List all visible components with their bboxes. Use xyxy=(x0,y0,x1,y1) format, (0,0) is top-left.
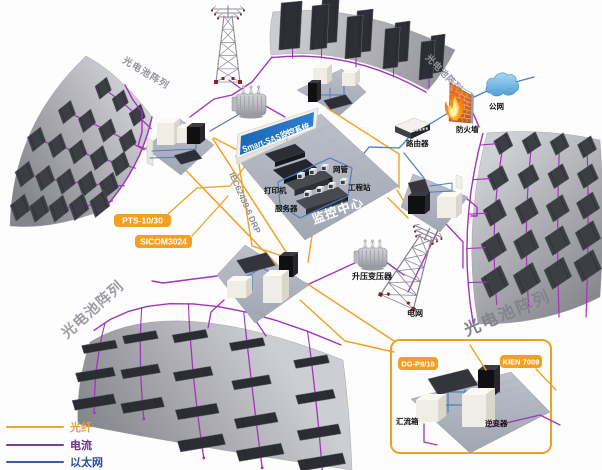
svg-text:汇流箱: 汇流箱 xyxy=(396,416,419,426)
svg-text:以太网: 以太网 xyxy=(70,455,103,469)
svg-text:PTS-10/30: PTS-10/30 xyxy=(122,216,163,226)
svg-text:打印机: 打印机 xyxy=(264,185,287,195)
svg-text:电网: 电网 xyxy=(407,308,423,318)
svg-text:服务器: 服务器 xyxy=(275,203,298,213)
svg-text:KIEN 7009: KIEN 7009 xyxy=(503,358,540,367)
svg-text:电流: 电流 xyxy=(70,438,92,452)
svg-text:升压变压器: 升压变压器 xyxy=(352,271,393,281)
svg-text:光纤: 光纤 xyxy=(69,420,92,434)
svg-text:工程站: 工程站 xyxy=(348,182,371,192)
svg-text:DG-P8/16: DG-P8/16 xyxy=(401,360,434,369)
svg-text:路由器: 路由器 xyxy=(406,138,429,148)
svg-text:网管: 网管 xyxy=(333,164,348,174)
svg-text:SICOM3024: SICOM3024 xyxy=(140,237,187,247)
svg-text:公网: 公网 xyxy=(489,102,504,111)
svg-text:逆变器: 逆变器 xyxy=(485,418,508,428)
svg-text:防火墙: 防火墙 xyxy=(456,124,479,134)
